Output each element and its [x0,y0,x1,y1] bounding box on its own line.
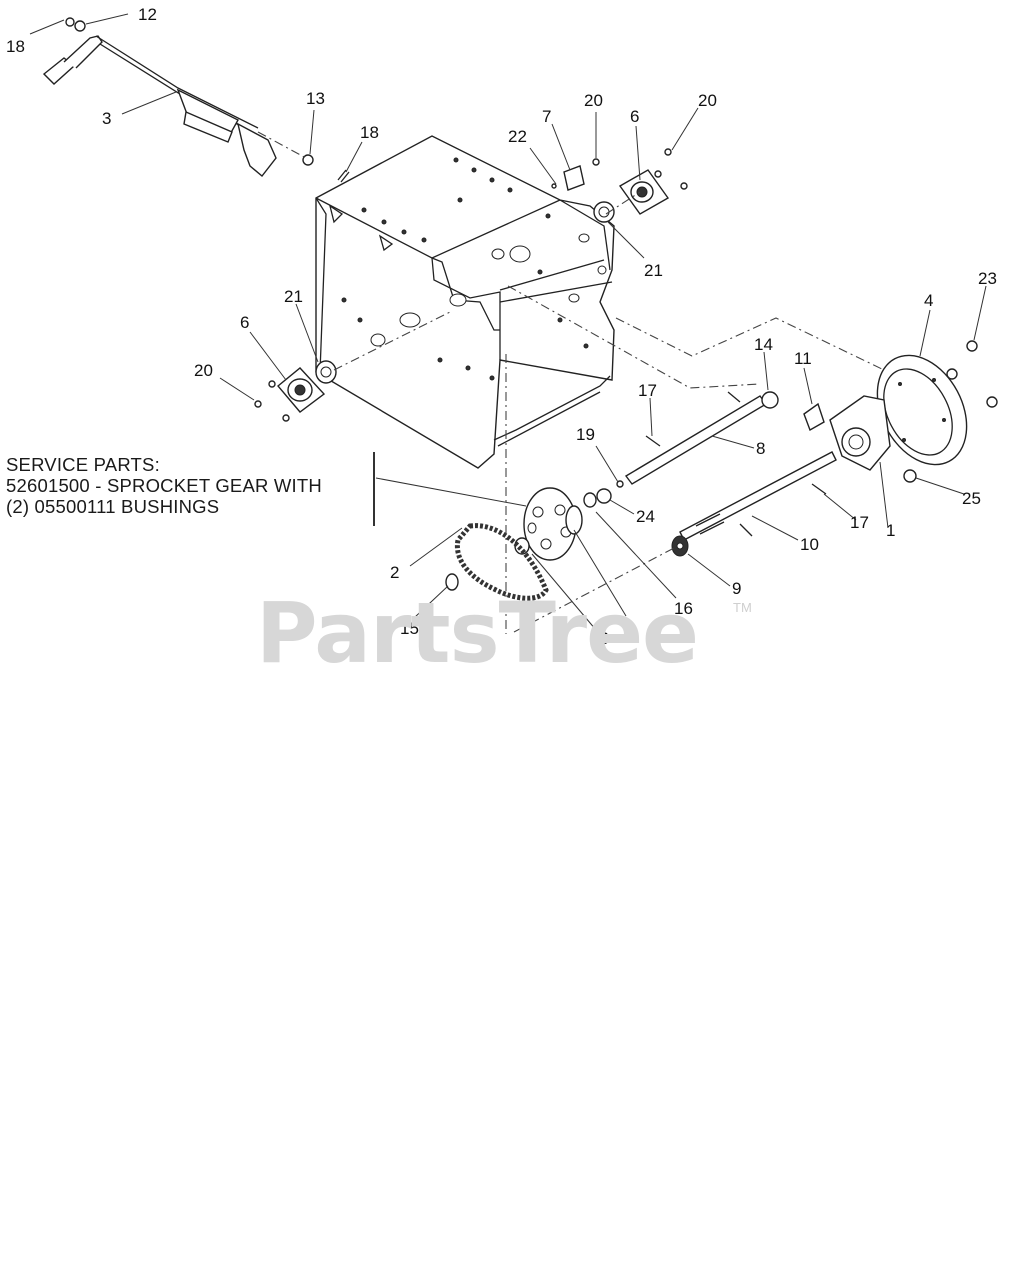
friction-wheel-assembly [803,340,998,483]
callout-numbers: 18 12 3 13 18 22 7 20 6 20 21 23 4 21 6 … [6,5,997,648]
callout-17-a: 17 [638,381,657,400]
callout-22: 22 [508,127,527,146]
callout-5: 5 [626,621,635,640]
callout-17-b: 17 [850,513,869,532]
callout-20-b: 20 [698,91,717,110]
sprocket-gear [514,487,583,561]
callout-12: 12 [138,5,157,24]
callout-25: 25 [962,489,981,508]
callout-15: 15 [400,619,419,638]
callout-20-a: 20 [584,91,603,110]
service-parts-note: SERVICE PARTS: 52601500 - SPROCKET GEAR … [6,454,376,517]
callout-24: 24 [636,507,655,526]
callout-19: 19 [576,425,595,444]
callout-11: 11 [794,349,812,368]
service-parts-line-2: 52601500 - SPROCKET GEAR WITH [6,475,322,496]
callout-18: 18 [360,123,379,142]
shafts [583,391,837,541]
trademark-symbol: TM [733,600,752,615]
callout-23: 23 [978,269,997,288]
callout-10: 10 [800,535,819,554]
shift-lever [42,17,277,178]
callout-16-b: 16 [590,629,609,648]
lower-bearing-assembly [254,360,337,422]
callout-7: 7 [542,107,551,126]
callout-18-top: 18 [6,37,25,56]
callout-21-left: 21 [284,287,303,306]
callout-2: 2 [390,563,399,582]
callout-8: 8 [756,439,765,458]
partstree-watermark: PartsTree [256,584,699,682]
service-parts-heading: SERVICE PARTS: [6,454,160,475]
service-parts-bracket [373,452,375,526]
callout-20-c: 20 [194,361,213,380]
callout-21-top: 21 [644,261,663,280]
callout-14: 14 [754,335,773,354]
service-parts-line-3: (2) 05500111 BUSHINGS [6,496,220,517]
frame-housing [315,135,615,469]
callout-1: 1 [886,521,895,540]
callout-9: 9 [732,579,741,598]
callout-3: 3 [102,109,111,128]
upper-bearing-assembly [551,148,688,223]
callout-4: 4 [924,291,933,310]
small-hardware [302,154,350,183]
assembly-lines [257,131,885,634]
callout-6-left: 6 [240,313,249,332]
pinion-gear [671,535,689,557]
bushing-15 [445,573,459,591]
leader-lines [29,13,987,631]
callout-13: 13 [306,89,325,108]
callout-6-top: 6 [630,107,639,126]
callout-16-a: 16 [674,599,693,618]
drive-chain [454,523,549,601]
